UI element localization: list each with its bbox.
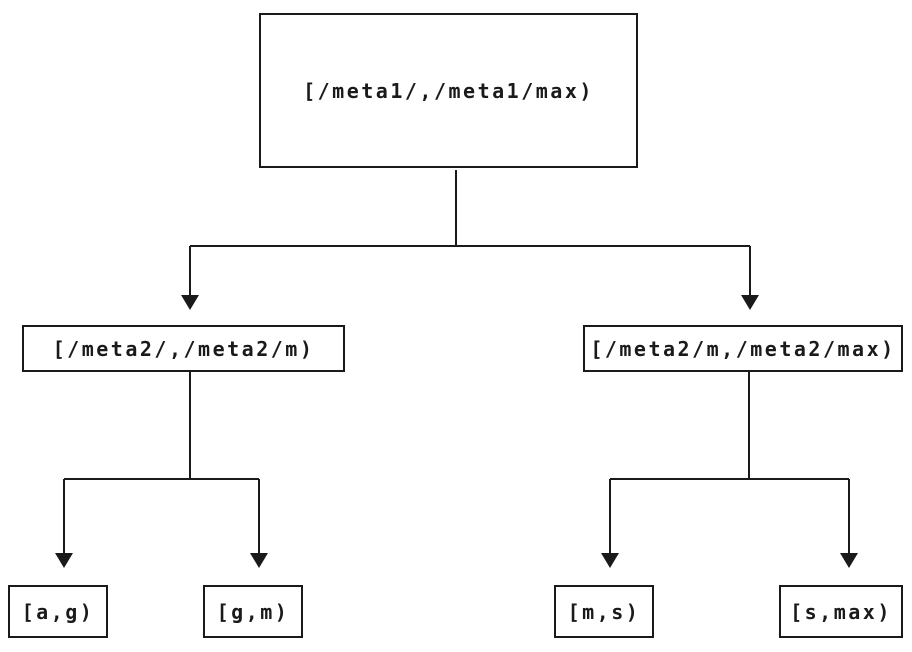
- arrowhead-down-icon: [741, 295, 759, 310]
- node-left-range-label: [/meta2/,/meta2/m): [52, 336, 315, 361]
- arrowhead-down-icon: [250, 553, 268, 568]
- node-right-range: [/meta2/m,/meta2/max): [583, 325, 903, 372]
- node-leaf-ms-label: [m,s): [567, 599, 641, 624]
- node-leaf-gm-label: [g,m): [216, 599, 290, 624]
- arrowhead-down-icon: [601, 553, 619, 568]
- node-right-range-label: [/meta2/m,/meta2/max): [590, 336, 896, 361]
- node-root: [/meta1/,/meta1/max): [259, 13, 638, 168]
- node-root-label: [/meta1/,/meta1/max): [303, 78, 594, 103]
- node-leaf-ag-label: [a,g): [21, 599, 95, 624]
- node-leaf-ms: [m,s): [554, 585, 654, 638]
- arrowhead-down-icon: [840, 553, 858, 568]
- node-left-range: [/meta2/,/meta2/m): [22, 325, 345, 372]
- node-leaf-gm: [g,m): [203, 585, 303, 638]
- node-leaf-smax: [s,max): [779, 585, 903, 638]
- node-leaf-ag: [a,g): [8, 585, 108, 638]
- arrowhead-down-icon: [55, 553, 73, 568]
- node-leaf-smax-label: [s,max): [790, 599, 892, 624]
- arrowhead-down-icon: [181, 295, 199, 310]
